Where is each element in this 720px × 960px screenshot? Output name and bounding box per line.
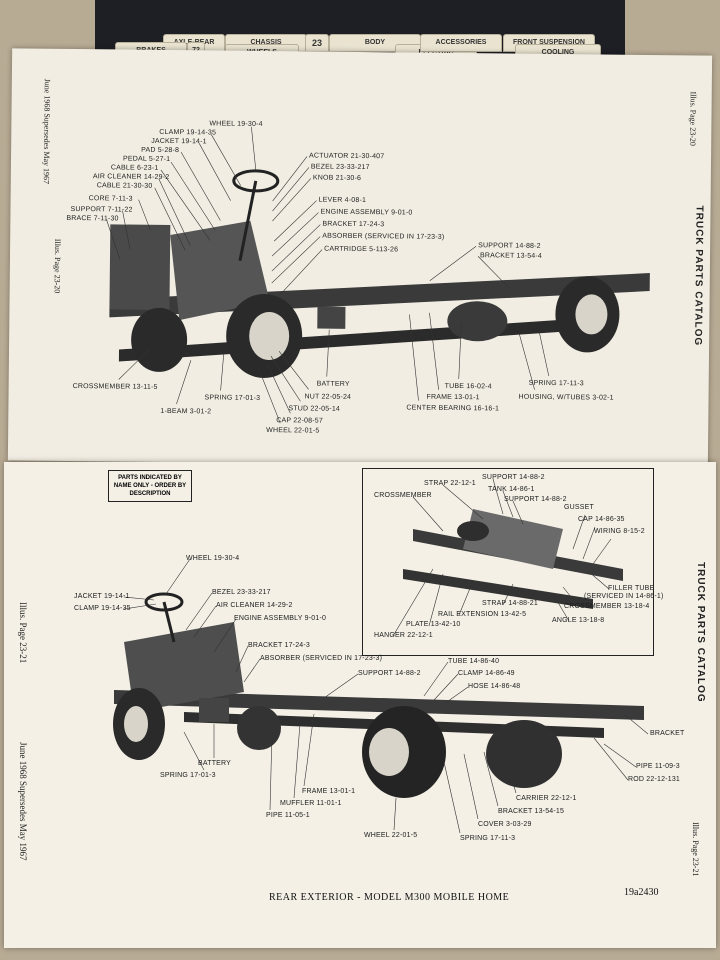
inset-label: PLATE 13-42-10 — [406, 621, 461, 628]
label: NUT 22-05-24 — [304, 393, 352, 401]
label: ABSORBER (SERVICED IN 17-23-3) — [322, 232, 445, 241]
label: ENGINE ASSEMBLY 9-01-0 — [320, 208, 413, 217]
label: AIR CLEANER 14-29-2 — [92, 173, 170, 181]
label: PAD 5-28-8 — [141, 146, 180, 155]
label: BRACKET 17-24-3 — [248, 642, 311, 649]
label: ENGINE ASSEMBLY 9-01-0 — [234, 615, 327, 622]
inset-label: HANGER 22-12-1 — [374, 632, 433, 639]
label: TUBE 16-02-4 — [444, 382, 492, 391]
label: BEZEL 23-33-217 — [310, 163, 370, 172]
label: SPRING 17-01-3 — [160, 772, 216, 779]
inset-label: STRAP 14-88-21 — [482, 600, 538, 607]
label: HOUSING, W/TUBES 3-02-1 — [518, 393, 614, 402]
inset-label: TANK 14-86-1 — [488, 486, 535, 493]
label: LEVER 4-08-1 — [318, 196, 367, 205]
inset-label: CROSSMEMBER — [374, 492, 432, 499]
figure-caption: REAR EXTERIOR - MODEL M300 MOBILE HOME — [269, 892, 510, 903]
fuel-tank-inset — [362, 468, 654, 656]
label: BEZEL 23-33-217 — [212, 589, 271, 596]
inset-label: STRAP 22-12-1 — [424, 480, 476, 487]
inset-label: FILLER TUBE — [608, 585, 655, 592]
inset-label: GUSSET — [564, 504, 594, 511]
label: SPRING 17-11-3 — [528, 379, 584, 388]
label: SPRING 17-11-3 — [460, 835, 516, 842]
tab-23[interactable]: 23 — [305, 34, 329, 52]
label: KNOB 21-30-6 — [312, 174, 362, 183]
label: STUD 22-05-14 — [288, 405, 341, 413]
label: CAP 22-08-57 — [276, 417, 323, 425]
label: ROD 22-12-131 — [628, 776, 681, 783]
label: BATTERY — [198, 760, 232, 767]
label: BATTERY — [316, 380, 350, 388]
label: 1-BEAM 3-01-2 — [160, 407, 212, 416]
label: BRACKET — [650, 730, 685, 737]
label: JACKET 19-14-1 — [74, 593, 130, 600]
label: HOSE 14-86-48 — [468, 683, 521, 690]
label: CLAMP 19-14-35 — [74, 605, 131, 612]
label: FRAME 13-01-1 — [302, 788, 356, 795]
label: COVER 3-03-29 — [478, 821, 532, 828]
chassis-drawing-bottom — [113, 558, 649, 834]
label: WHEEL 19-30-4 — [186, 555, 240, 562]
tab-accessories[interactable]: ACCESSORIES — [420, 34, 502, 52]
label: BRACKET 13-54-4 — [479, 252, 543, 260]
label: CARTRIDGE 5-113-26 — [324, 245, 399, 254]
label: PEDAL 5-27-1 — [122, 155, 171, 164]
label: SUPPORT 14-88-2 — [478, 242, 541, 250]
inset-label: WIRING 8-15-2 — [594, 528, 645, 535]
inset-label: SUPPORT 14-88-2 — [504, 496, 567, 503]
inset-label: SUPPORT 14-88-2 — [482, 474, 545, 481]
label: SUPPORT 14-88-2 — [358, 670, 421, 677]
label: BRACKET 17-24-3 — [322, 220, 385, 229]
label: SUPPORT 7-11-22 — [70, 205, 133, 214]
page-23-21: TRUCK PARTS CATALOG Illus. Page 23-21 Ju… — [4, 462, 716, 948]
label: BRACKET 13-54-15 — [498, 808, 565, 815]
label: ACTUATOR 21-30-407 — [309, 152, 385, 161]
inset-label: RAIL EXTENSION 13-42-5 — [438, 611, 527, 618]
inset-label: (SERVICED IN 14-86-1) — [584, 593, 664, 600]
page-23-20: TRUCK PARTS CATALOG Illus. Page 23-20 Ju… — [7, 48, 713, 468]
inset-label: CAP 14-86-35 — [578, 516, 625, 523]
label: CLAMP 14-86-49 — [458, 670, 515, 677]
inset-label: CROSSMEMBER 13-18-4 — [564, 603, 650, 610]
label: PIPE 11-09-3 — [636, 763, 680, 770]
label: CENTER BEARING 16-16-1 — [406, 404, 500, 413]
label: BRACE 7-11-30 — [66, 214, 119, 223]
label: AIR CLEANER 14-29-2 — [216, 602, 293, 609]
label: CABLE 6-23-1 — [110, 164, 159, 172]
label: WHEEL 22-01-5 — [364, 832, 418, 839]
label: CABLE 21-30-30 — [96, 182, 153, 190]
chassis-drawing-top — [106, 126, 650, 424]
label: CORE 7-11-3 — [88, 195, 133, 203]
label: PIPE 11-05-1 — [266, 812, 310, 819]
inset-label: ANGLE 13-18-8 — [552, 617, 605, 624]
label: CLAMP 19-14-35 — [159, 128, 217, 137]
label: WHEEL 22-01-5 — [266, 427, 320, 435]
label: TUBE 14-86-40 — [448, 658, 500, 665]
label: FRAME 13-01-1 — [426, 393, 480, 402]
label: SPRING 17-01-3 — [204, 394, 261, 402]
label: CROSSMEMBER 13-11-5 — [72, 382, 158, 391]
inset-drawing — [392, 478, 623, 637]
label: MUFFLER 11-01-1 — [280, 800, 342, 807]
label: JACKET 19-14-1 — [151, 137, 207, 146]
order-notice-stamp: PARTS INDICATED BY NAME ONLY - ORDER BY … — [108, 470, 192, 502]
figure-number: 19a2430 — [624, 887, 659, 898]
label: WHEEL 19-30-4 — [209, 120, 263, 128]
label: CARRIER 22-12-1 — [516, 795, 577, 802]
label: ABSORBER (SERVICED IN 17-23-3) — [260, 655, 383, 662]
